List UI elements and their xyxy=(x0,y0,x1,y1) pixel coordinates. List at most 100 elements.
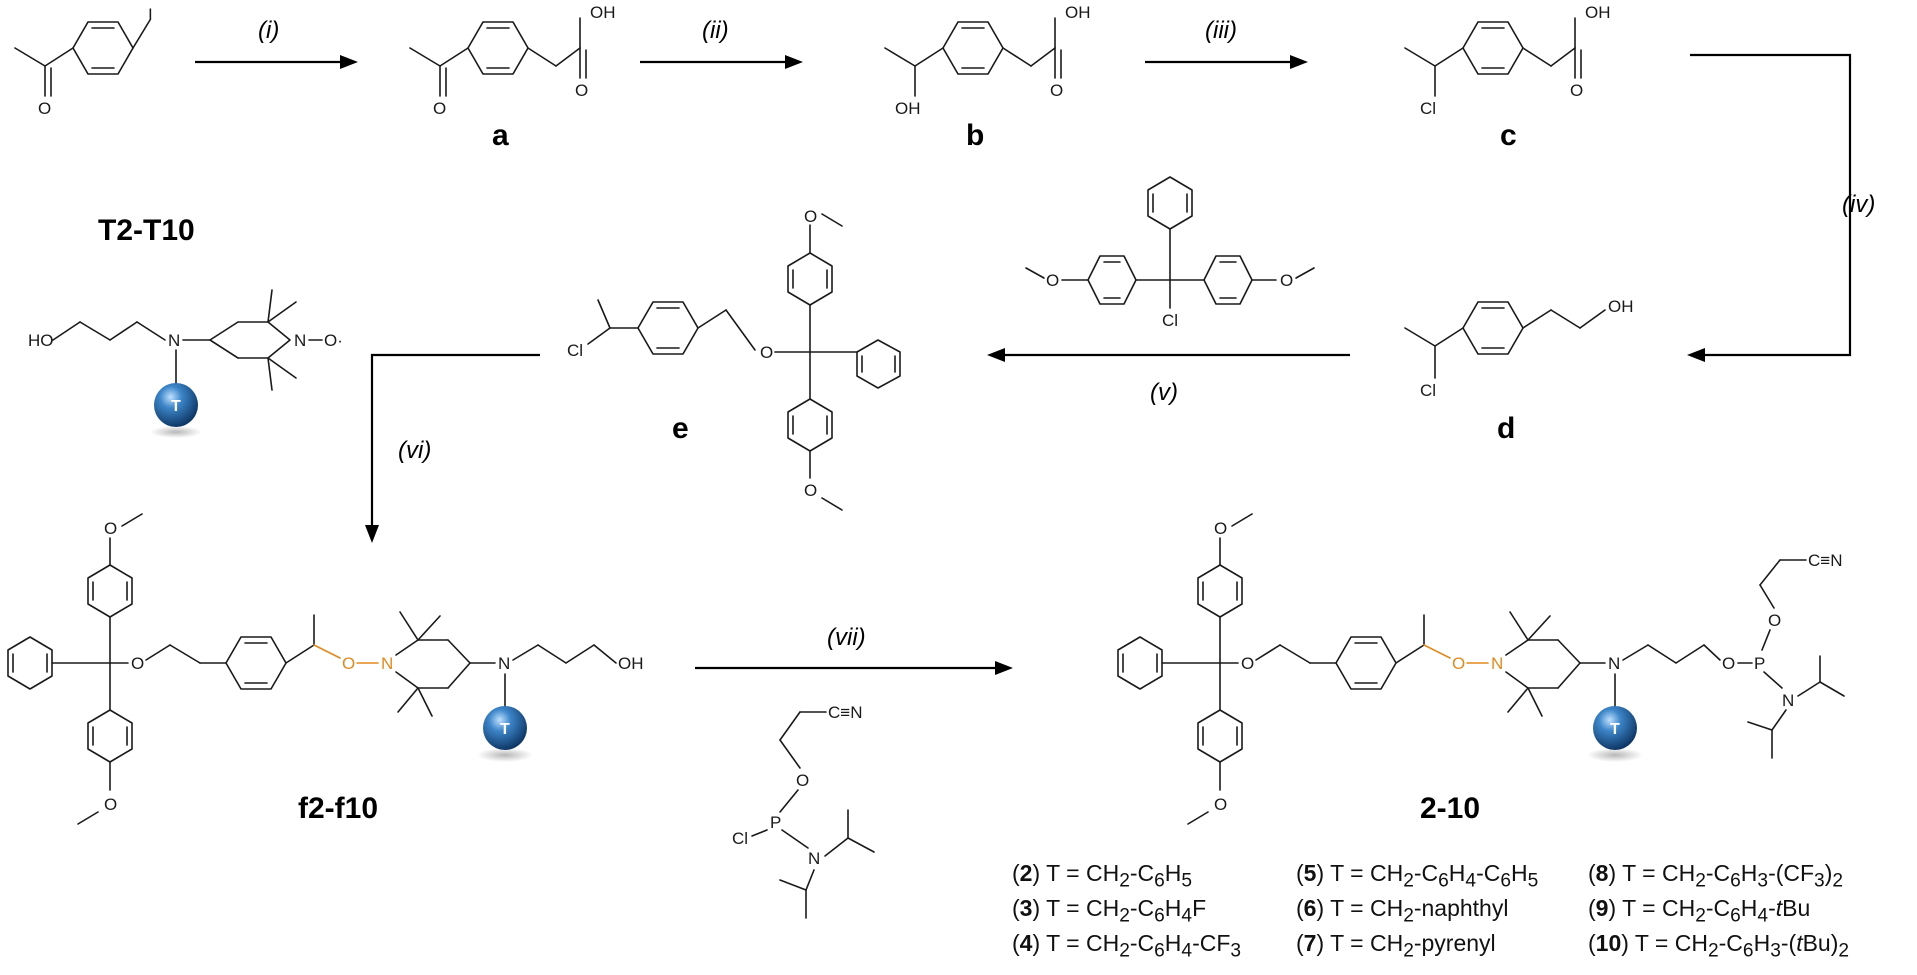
alcohol-oh-atom: OH xyxy=(895,99,921,118)
starting-material: I O xyxy=(14,5,153,118)
compound-e: Cl O O O xyxy=(567,207,901,511)
legend-substituent: CH2-C6H4F xyxy=(1085,895,1207,927)
legend-entry-4: (4) T = CH2-C6H4-CF3 xyxy=(1012,930,1242,962)
chloro-atom-reagent: Cl xyxy=(1162,311,1178,330)
amine-n-atom-reagent: N xyxy=(808,849,820,868)
t-sphere-label-3: T xyxy=(1610,721,1620,738)
chloro-atom-d: Cl xyxy=(1420,381,1436,400)
chloro-atom-c: Cl xyxy=(1420,99,1436,118)
compound-b: OH O OH xyxy=(884,3,1091,118)
legend-compound-number: 6 xyxy=(1303,895,1317,921)
label-a: a xyxy=(492,119,509,152)
legend-entry-6: (6) T = CH2-naphthyl xyxy=(1296,895,1509,927)
label-b: b xyxy=(966,119,984,152)
step-label-i: (i) xyxy=(258,17,279,44)
t-sphere-3: T xyxy=(1587,706,1643,762)
label-t-series: T2-T10 xyxy=(98,214,195,247)
ether-o-atom-e: O xyxy=(760,343,773,362)
nitrile-atom-reagent: C≡N xyxy=(828,703,862,722)
hydroxyl-atom-d: OH xyxy=(1608,297,1634,316)
acid-oh-atom-b: OH xyxy=(1065,3,1091,22)
legend-entry-9: (9) T = CH2-C6H4-tBu xyxy=(1588,895,1811,927)
label-c: c xyxy=(1500,119,1517,152)
label-d: d xyxy=(1497,412,1515,445)
t-sphere-1: T xyxy=(150,383,202,438)
acid-o-atom: O xyxy=(575,81,588,100)
legend-substituent: CH2-naphthyl xyxy=(1369,895,1509,927)
legend-entry-2: (2) T = CH2-C6H5 xyxy=(1012,860,1193,892)
iodine-atom: I xyxy=(148,5,153,24)
legend-compound-number: 9 xyxy=(1595,895,1609,921)
alkoxyamine-n-atom-final: N xyxy=(1491,654,1503,673)
step-label-iv: (iv) xyxy=(1842,191,1875,218)
legend-compound-number: 8 xyxy=(1595,860,1609,886)
nitroxide-n-atom: N xyxy=(294,331,306,350)
acid-o-atom-b: O xyxy=(1050,81,1063,100)
legend-substituent: CH2-pyrenyl xyxy=(1369,930,1496,962)
methoxy-o-upper-final: O xyxy=(1214,519,1227,538)
compound-c: OH O Cl xyxy=(1404,3,1611,118)
label-e: e xyxy=(672,412,689,445)
hydroxyl-atom-t: HO xyxy=(28,331,54,350)
alkoxyamine-o-atom-f: O xyxy=(342,654,355,673)
methoxy-o-left-reagent: O xyxy=(1046,271,1059,290)
ether-o-atom-f: O xyxy=(131,654,144,673)
t-series-nitroxide: HO N N O· xyxy=(28,289,343,391)
t-sphere-label-1: T xyxy=(171,398,181,415)
legend-entry-3: (3) T = CH2-C6H4F xyxy=(1012,895,1207,927)
step-label-iii: (iii) xyxy=(1205,17,1237,44)
ether-o-atom-final: O xyxy=(1241,654,1254,673)
methoxy-o-upper-f: O xyxy=(104,519,117,538)
final-product-series: O O O O N N xyxy=(1117,513,1845,825)
legend-compound-number: 10 xyxy=(1595,930,1622,956)
step-label-vii: (vii) xyxy=(827,624,866,651)
phosphorus-atom-final: P xyxy=(1754,654,1765,673)
legend-substituent: CH2-C6H3-(CF3)2 xyxy=(1661,860,1844,892)
nitroxide-o-radical: O· xyxy=(324,331,343,350)
compound-f-series: O O O O N N xyxy=(7,513,644,825)
amine-n-atom-f: N xyxy=(498,654,510,673)
legend-substituent: CH2-C6H3-(tBu)2 xyxy=(1674,930,1850,962)
alkoxyamine-n-atom-f: N xyxy=(381,654,393,673)
nitrile-atom-final: C≡N xyxy=(1808,551,1842,570)
t-sphere-label-2: T xyxy=(500,721,510,738)
legend-entry-10: (10) T = CH2-C6H3-(tBu)2 xyxy=(1588,930,1850,962)
arrow-step-iv xyxy=(1690,53,1852,357)
methoxy-o-lower-e: O xyxy=(804,481,817,500)
chloro-atom-e: Cl xyxy=(567,341,583,360)
legend-entry-7: (7) T = CH2-pyrenyl xyxy=(1296,930,1496,962)
hydroxyl-atom-f: OH xyxy=(618,654,644,673)
methoxy-o-upper-e: O xyxy=(804,207,817,226)
legend-substituent: CH2-C6H5 xyxy=(1085,860,1193,892)
chloro-atom-p-reagent: Cl xyxy=(732,829,748,848)
amine-n-iproyl-final: N xyxy=(1782,691,1794,710)
phosphitylating-reagent: C≡N O P Cl N xyxy=(732,703,875,919)
amine-n-atom-final: N xyxy=(1608,654,1620,673)
acid-oh-atom: OH xyxy=(590,3,616,22)
phosphite-o-atom-final: O xyxy=(1722,654,1735,673)
compound-d: OH Cl xyxy=(1404,297,1634,400)
step-label-ii: (ii) xyxy=(702,17,729,44)
label-f-series: f2-f10 xyxy=(298,792,378,825)
acid-o-atom-c: O xyxy=(1570,81,1583,100)
ketone-o-atom: O xyxy=(433,99,446,118)
legend-entry-8: (8) T = CH2-C6H3-(CF3)2 xyxy=(1588,860,1844,892)
carbonyl-o-atom: O xyxy=(38,99,51,118)
label-final-series: 2-10 xyxy=(1420,792,1480,825)
legend-substituent: CH2-C6H4-C6H5 xyxy=(1369,860,1539,892)
legend-compound-number: 5 xyxy=(1303,860,1317,886)
methoxy-o-lower-f: O xyxy=(104,795,117,814)
acid-oh-atom-c: OH xyxy=(1585,3,1611,22)
legend-compound-number: 2 xyxy=(1019,860,1033,886)
dmtr-chloride-reagent: O O Cl xyxy=(1025,176,1315,330)
step-label-vi: (vi) xyxy=(398,437,431,464)
phosphorus-atom-reagent: P xyxy=(770,813,781,832)
legend-entry-5: (5) T = CH2-C6H4-C6H5 xyxy=(1296,860,1539,892)
alkoxyamine-o-atom-final: O xyxy=(1452,654,1465,673)
legend-compound-number: 3 xyxy=(1019,895,1033,921)
legend-compound-number: 4 xyxy=(1019,930,1033,956)
compound-a: OH O O xyxy=(409,3,616,118)
amine-n-atom-t: N xyxy=(168,331,180,350)
arrow-step-vi xyxy=(370,353,540,530)
